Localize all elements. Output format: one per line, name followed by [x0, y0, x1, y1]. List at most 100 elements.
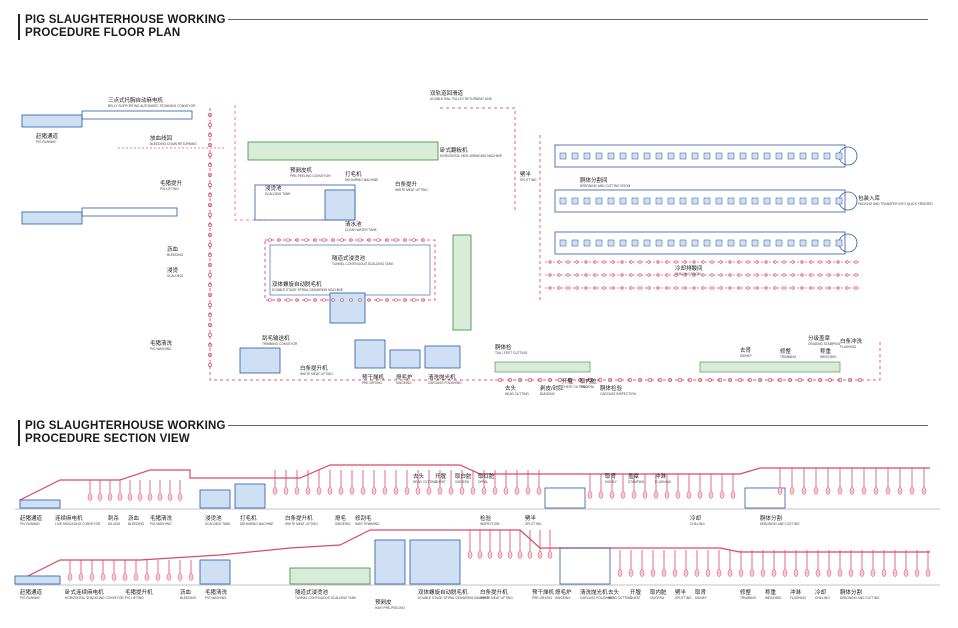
carcass	[650, 569, 656, 577]
chilling-hook	[809, 260, 813, 264]
chilling-hook	[854, 260, 858, 264]
chilling-hook	[548, 260, 552, 264]
plan-label-cn: 白条提升	[395, 180, 418, 188]
chilling-hook	[683, 286, 687, 290]
chilling-hook	[701, 273, 705, 277]
carcass	[782, 569, 788, 577]
cutting-table	[583, 152, 591, 160]
carcass	[639, 569, 645, 577]
plan-hook	[331, 298, 335, 302]
plan-label-cn: 白条冲洗	[840, 337, 863, 345]
carcass	[349, 487, 355, 495]
chilling-hook	[683, 273, 687, 277]
chilling-hook	[809, 286, 813, 290]
plan-hook	[208, 243, 212, 247]
chilling-hook	[818, 260, 822, 264]
section-top-label-cn: 取白脏	[455, 472, 472, 480]
section-bottom-label-cn: 取肾	[695, 588, 707, 596]
plan-label-en: KIDNEY	[740, 354, 753, 358]
chilling-hook	[845, 286, 849, 290]
cutting-table	[727, 152, 735, 160]
carcass	[760, 569, 766, 577]
chilling-hook	[620, 286, 624, 290]
carcass	[127, 493, 133, 501]
plan-hook	[304, 298, 308, 302]
carcass	[117, 493, 123, 501]
cutting-table	[643, 197, 651, 205]
plan-hook	[376, 238, 380, 242]
plan-label-cn: 剥皮/封肛	[540, 384, 564, 392]
carcass	[166, 573, 172, 581]
carcass	[837, 487, 843, 495]
cutting-table	[631, 197, 639, 205]
plan-hook	[758, 378, 762, 382]
chilling-hook	[809, 273, 813, 277]
section-bottom-label-en: DOUBLE STAGE SPIRAL DEHAIRING MACHINE	[418, 596, 489, 600]
plan-hook	[286, 238, 290, 242]
section-bottom-label-cn: 白条提升机	[480, 588, 508, 596]
carcass	[272, 487, 278, 495]
section-bottom-label-en: TUNNEL CONTINUOUS SCALDING TANK	[295, 596, 357, 600]
plan-header: PIG SLAUGHTERHOUSE WORKING PROCEDURE FLO…	[18, 14, 226, 40]
plan-hook	[738, 378, 742, 382]
chilling-hook	[827, 286, 831, 290]
section-top-label-en: DEHAIRING MACHINE	[240, 522, 273, 526]
stunning-conveyor-bottom	[81, 207, 178, 217]
carcass	[316, 487, 322, 495]
plan-hook	[403, 298, 407, 302]
section-top-label-cn: 劈半	[525, 514, 537, 522]
chilling-hook	[575, 286, 579, 290]
carcass	[459, 487, 465, 495]
section-bottom-label-cn: 劈半	[675, 588, 687, 596]
cutting-table	[571, 239, 579, 247]
chilling-hook	[629, 286, 633, 290]
chilling-hook	[620, 273, 624, 277]
carcass	[861, 487, 867, 495]
cutting-table	[835, 239, 843, 247]
plan-label-en: TRIMMING CONVEYOR	[262, 342, 298, 346]
pig-runway-bottom	[21, 211, 83, 225]
chilling-hook	[692, 273, 696, 277]
chilling-hook	[791, 286, 795, 290]
chilling-hook	[602, 286, 606, 290]
carcass	[813, 487, 819, 495]
plan-hook	[208, 213, 212, 217]
plan-hook	[848, 378, 852, 382]
chilling-hook	[845, 273, 849, 277]
section-header-rule	[228, 425, 928, 426]
plan-hook	[778, 378, 782, 382]
chilling-hook	[557, 273, 561, 277]
cutting-table	[799, 197, 807, 205]
cutting-table	[811, 197, 819, 205]
plan-hook	[208, 143, 212, 147]
plan-hook	[568, 378, 572, 382]
carcass	[536, 487, 542, 495]
pre-drying-machine	[354, 339, 386, 369]
section-bottom-label-en: WHITE MEAT LIFTING	[480, 596, 513, 600]
plan-hook	[358, 238, 362, 242]
plan-hook	[208, 153, 212, 157]
plan-label-cn: 去肾	[740, 346, 752, 354]
plan-label-cn: 三点式托胸自动麻电机	[108, 96, 164, 104]
section-bottom-label-cn: 隧道式浸烫池	[295, 588, 329, 596]
plan-hook	[548, 378, 552, 382]
chilling-hook	[728, 273, 732, 277]
chilling-hook	[764, 273, 768, 277]
plan-label-cn: 开膛	[562, 377, 574, 385]
chilling-hook	[827, 273, 831, 277]
carcass	[620, 491, 626, 499]
cutting-table	[607, 239, 615, 247]
section-bottom-label-cn: 冲淋	[790, 588, 802, 596]
